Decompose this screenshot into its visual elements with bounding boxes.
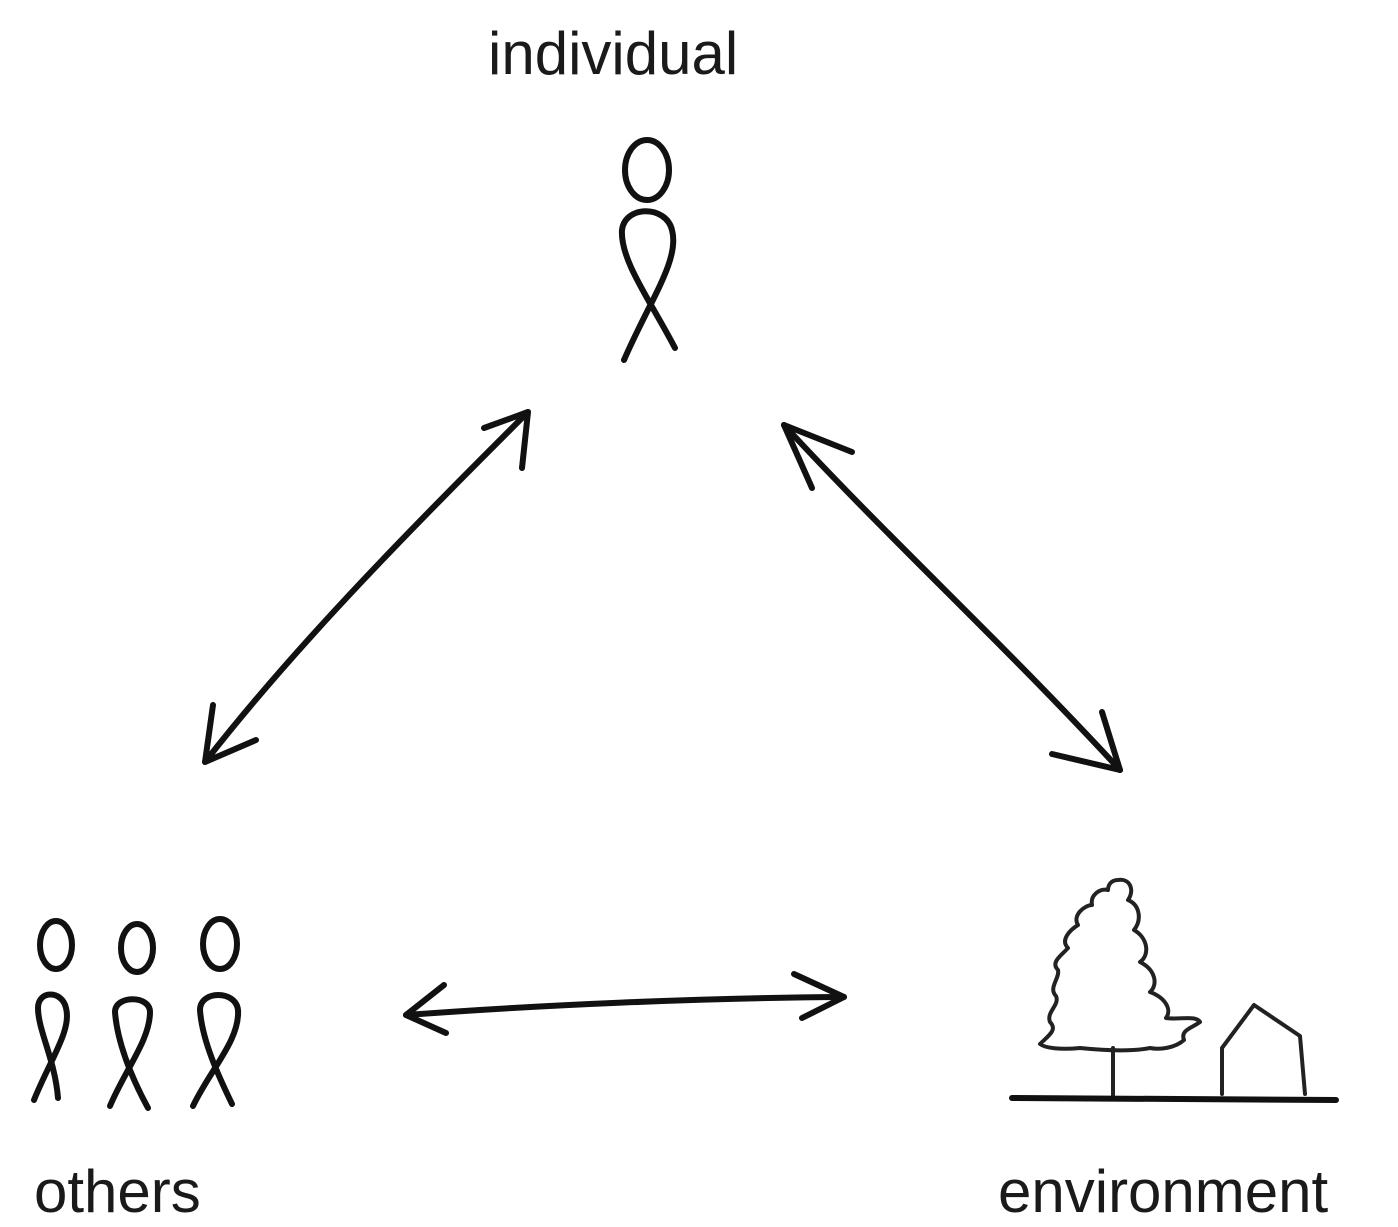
person-figure-icon	[31, 918, 75, 1103]
arrow-others-environment	[403, 971, 847, 1036]
node-label-others: others	[34, 1158, 201, 1225]
tree-canopy	[1038, 877, 1202, 1053]
node-label-environment: environment	[998, 1158, 1329, 1225]
ground-line	[1009, 1095, 1339, 1103]
tree-and-house-icon	[1009, 877, 1339, 1103]
person-figure-icon	[618, 137, 678, 363]
person-figure-icon	[107, 921, 156, 1111]
group-of-three-people-icon	[31, 916, 242, 1111]
arrow-individual-others	[202, 409, 531, 765]
arrow-individual-environment	[781, 422, 1123, 773]
node-label-individual: individual	[488, 20, 739, 87]
house-outline	[1220, 1003, 1307, 1096]
person-figure-icon	[190, 916, 242, 1109]
